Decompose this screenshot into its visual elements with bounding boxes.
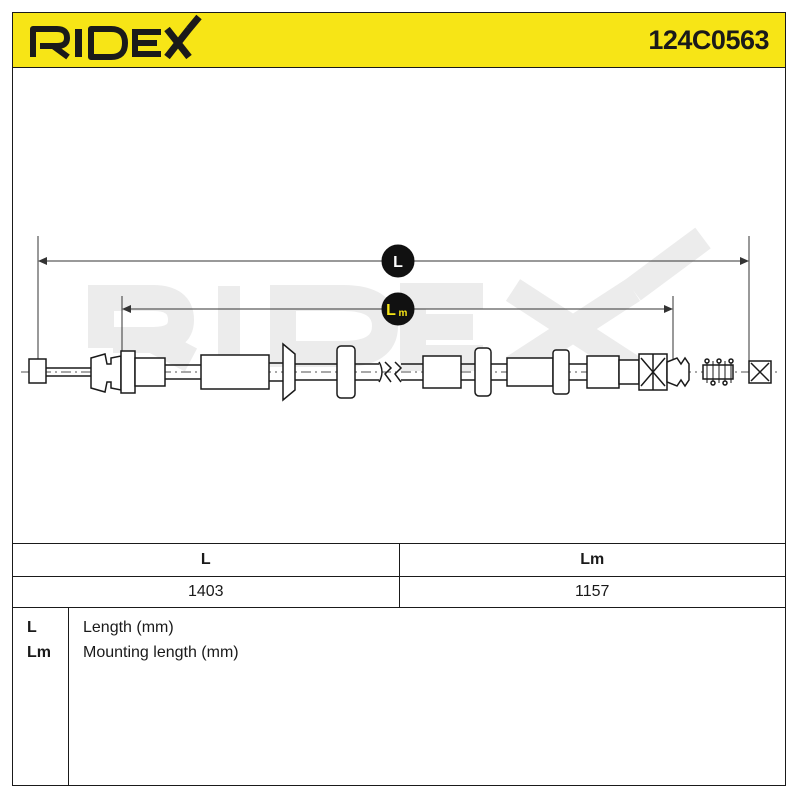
- cable-end-nipple-left: [28, 358, 47, 384]
- legend-divider: [68, 607, 69, 786]
- cable-drawing: L L m: [13, 68, 785, 544]
- legend-key: Lm: [27, 644, 51, 661]
- brake-cable: [21, 342, 777, 402]
- marker-lm-sub: m: [399, 308, 408, 319]
- marker-l: L: [381, 244, 415, 278]
- value-lm: 1157: [398, 576, 785, 608]
- product-sheet: 124C0563: [12, 12, 786, 786]
- legend-row-lm: Lm Mounting length (mm): [13, 644, 785, 666]
- header-bar: 124C0563: [13, 13, 785, 68]
- column-header-lm: Lm: [398, 543, 785, 577]
- legend-row-l: L Length (mm): [13, 619, 785, 641]
- value-l: 1403: [13, 576, 399, 608]
- dimension-value-row: 1403 1157: [13, 576, 785, 608]
- legend-text: Mounting length (mm): [83, 644, 239, 661]
- dimension-table: L Lm 1403 1157: [13, 543, 785, 608]
- column-header-l: L: [13, 543, 399, 577]
- legend: L Length (mm) Lm Mounting length (mm): [13, 607, 785, 786]
- marker-lm: L m: [381, 292, 415, 326]
- legend-key: L: [27, 619, 37, 636]
- ridex-logo: [30, 14, 202, 60]
- marker-l-label: L: [393, 254, 403, 271]
- marker-lm-label: L: [386, 302, 396, 319]
- dimension-header-row: L Lm: [13, 543, 785, 577]
- part-number: 124C0563: [648, 25, 769, 55]
- legend-text: Length (mm): [83, 619, 174, 636]
